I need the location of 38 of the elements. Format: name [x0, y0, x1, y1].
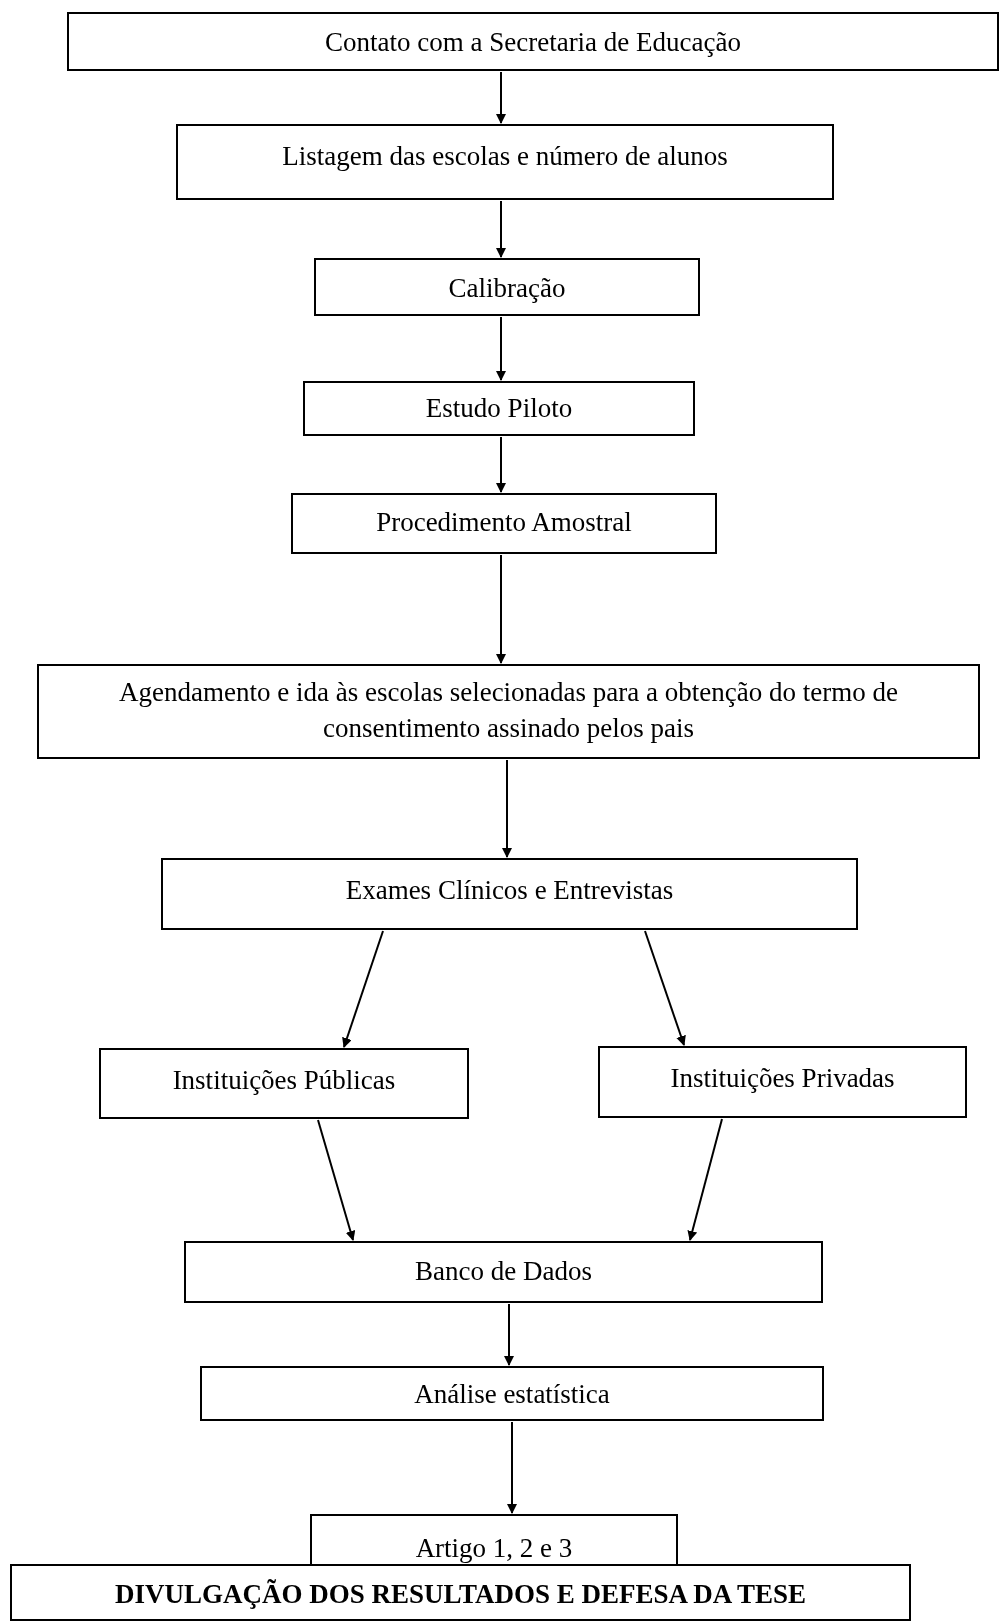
process-box: [184, 1241, 823, 1303]
process-box: [291, 493, 717, 554]
arrow: [496, 71, 506, 124]
arrow: [504, 1303, 514, 1366]
box-text: Listagem das escolas e número de alunos: [282, 140, 728, 173]
arrow: [507, 1421, 517, 1514]
box-text: Calibração: [448, 272, 566, 305]
arrow: [317, 1119, 356, 1241]
box-text: Agendamento e ida às escolas selecionadas para a obtenção do termo de consentimento assinado pelos pais: [118, 676, 899, 746]
arrow: [687, 1118, 723, 1241]
box-text: Instituições Privadas: [670, 1062, 895, 1095]
box-text: Exames Clínicos e Entrevistas: [345, 874, 674, 907]
box-text: Artigo 1, 2 e 3: [415, 1532, 573, 1565]
arrow: [496, 200, 506, 258]
box-text: Análise estatística: [414, 1378, 610, 1411]
process-box: [598, 1046, 967, 1118]
arrow: [496, 436, 506, 493]
box-text: DIVULGAÇÃO DOS RESULTADOS E DEFESA DA TESE: [114, 1578, 807, 1611]
process-box: [161, 858, 858, 930]
box-text: Banco de Dados: [415, 1255, 592, 1288]
arrow: [342, 930, 384, 1048]
box-text: Procedimento Amostral: [376, 506, 632, 539]
arrow: [496, 316, 506, 381]
process-box: [67, 12, 999, 71]
process-box: [37, 664, 980, 759]
arrow: [496, 554, 506, 664]
box-text: Instituições Públicas: [172, 1064, 396, 1097]
process-box: [176, 124, 834, 200]
process-box: [314, 258, 700, 316]
process-box: [10, 1564, 911, 1621]
box-text: Estudo Piloto: [425, 392, 573, 425]
process-box: [303, 381, 695, 436]
process-box: [99, 1048, 469, 1119]
arrow: [502, 759, 512, 858]
arrow: [644, 930, 686, 1046]
process-box: [200, 1366, 824, 1421]
process-box: [310, 1514, 678, 1566]
box-text: Contato com a Secretaria de Educação: [324, 26, 742, 59]
